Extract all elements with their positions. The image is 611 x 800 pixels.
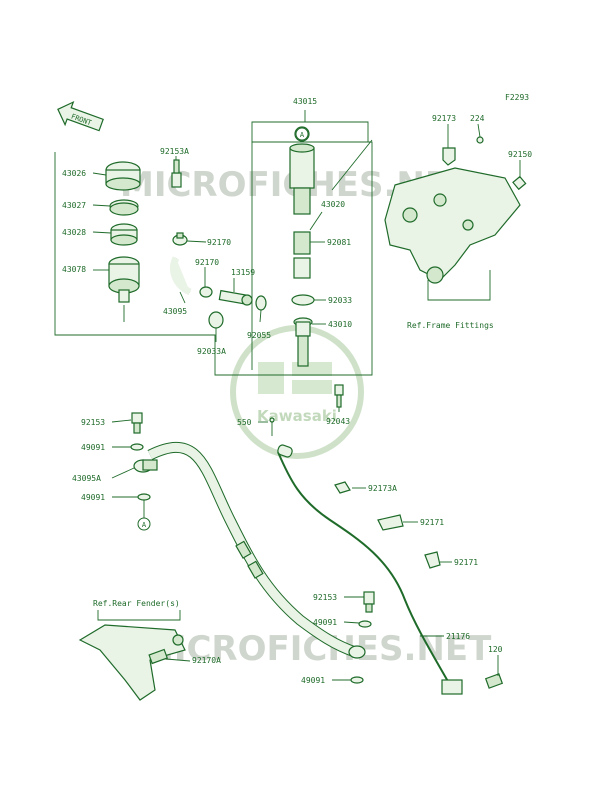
label-550: 550	[237, 418, 252, 427]
hose-clamp-lower	[199, 286, 213, 298]
label-49091-c: 49091	[313, 618, 337, 627]
label-43020: 43020	[321, 200, 345, 209]
label-92171-b: 92171	[454, 558, 478, 567]
clamp-92173a	[334, 481, 351, 494]
pipe-fitting-upper	[277, 444, 293, 458]
piston-spring-92081	[293, 231, 311, 279]
banjo-lower	[348, 645, 366, 659]
label-92033A: 92033A	[197, 347, 226, 356]
clamp-92170a	[148, 648, 168, 665]
hose-sleeves	[235, 540, 264, 579]
clamp-92171-upper	[377, 514, 404, 531]
washer-49091-lower	[137, 493, 151, 501]
label-43078: 43078	[62, 265, 86, 274]
cotter-pin-550	[269, 417, 275, 436]
kawasaki-logo: Kawasaki	[230, 325, 364, 459]
washer-49091-upper	[130, 443, 144, 451]
label-13159: 13159	[231, 268, 255, 277]
master-cylinder-top	[289, 126, 315, 215]
ref-frame-fittings: Ref.Frame Fittings	[407, 321, 494, 330]
banjo-bolt-92153-lower	[363, 591, 375, 613]
front-arrow-icon: FRONT	[57, 100, 104, 132]
leader-lines	[92, 123, 521, 681]
label-92153-lower: 92153	[313, 593, 337, 602]
svg-text:A: A	[142, 521, 147, 529]
bolt-92153a	[171, 159, 182, 188]
label-92055: 92055	[247, 331, 271, 340]
ref-frame-bracket	[427, 270, 491, 301]
label-92173A: 92173A	[368, 484, 397, 493]
label-92171-a: 92171	[420, 518, 444, 527]
label-92043: 92043	[326, 417, 350, 426]
brake-pipe-21176	[277, 451, 451, 686]
logo-text: Kawasaki	[257, 407, 337, 425]
pushrod-43010	[293, 317, 313, 367]
label-43026: 43026	[62, 169, 86, 178]
circlip-92033a	[208, 311, 224, 329]
pin-92043	[334, 384, 344, 408]
label-92150: 92150	[508, 150, 532, 159]
reservoir-plate	[109, 199, 139, 216]
rear-fender-bracket	[78, 624, 186, 701]
label-92153-upper: 92153	[81, 418, 105, 427]
bracket-92173	[442, 147, 456, 166]
label-92170-b: 92170	[195, 258, 219, 267]
label-224: 224	[470, 114, 485, 123]
circlip-92033	[291, 294, 315, 306]
clamp-92171-lower	[424, 551, 441, 569]
bracket-diag	[331, 139, 373, 191]
label-92033: 92033	[328, 296, 352, 305]
pipe-end-fitting	[441, 673, 504, 695]
o-ring-92055	[255, 295, 267, 311]
reservoir-cap	[105, 161, 141, 191]
screw-224	[476, 136, 484, 144]
washer-49091-d	[350, 676, 364, 684]
label-92081: 92081	[327, 238, 351, 247]
group-frame	[54, 121, 373, 376]
callout-a-lower: A	[137, 517, 151, 531]
reservoir-diaphragm	[110, 223, 138, 246]
fitting-13159	[218, 289, 253, 306]
label-92170A: 92170A	[192, 656, 221, 665]
callout-a-upper: A	[295, 127, 309, 141]
banjo-bolt-92153-upper	[131, 412, 143, 434]
label-49091-b: 49091	[81, 493, 105, 502]
label-43015: 43015	[293, 97, 317, 106]
bolt-92150	[512, 175, 527, 191]
label-49091-d: 49091	[301, 676, 325, 685]
label-21176: 21176	[446, 632, 470, 641]
banjo-43095a	[133, 459, 158, 473]
label-92170-a: 92170	[207, 238, 231, 247]
hose-clamp-upper	[172, 232, 188, 246]
label-92153A: 92153A	[160, 147, 189, 156]
label-43010: 43010	[328, 320, 352, 329]
ref-rear-fender: Ref.Rear Fender(s)	[93, 599, 180, 608]
washer-49091-c	[358, 620, 372, 628]
reservoir-body	[108, 256, 140, 322]
label-43028: 43028	[62, 228, 86, 237]
ref-rear-bracket	[97, 610, 181, 621]
label-49091-a: 49091	[81, 443, 105, 452]
label-43095A: 43095A	[72, 474, 101, 483]
figure-code: F2293	[505, 93, 529, 102]
frame-bracket	[384, 167, 521, 284]
svg-text:A: A	[300, 131, 305, 139]
label-43027: 43027	[62, 201, 86, 210]
label-120: 120	[488, 645, 503, 654]
label-92173: 92173	[432, 114, 456, 123]
label-43095: 43095	[163, 307, 187, 316]
